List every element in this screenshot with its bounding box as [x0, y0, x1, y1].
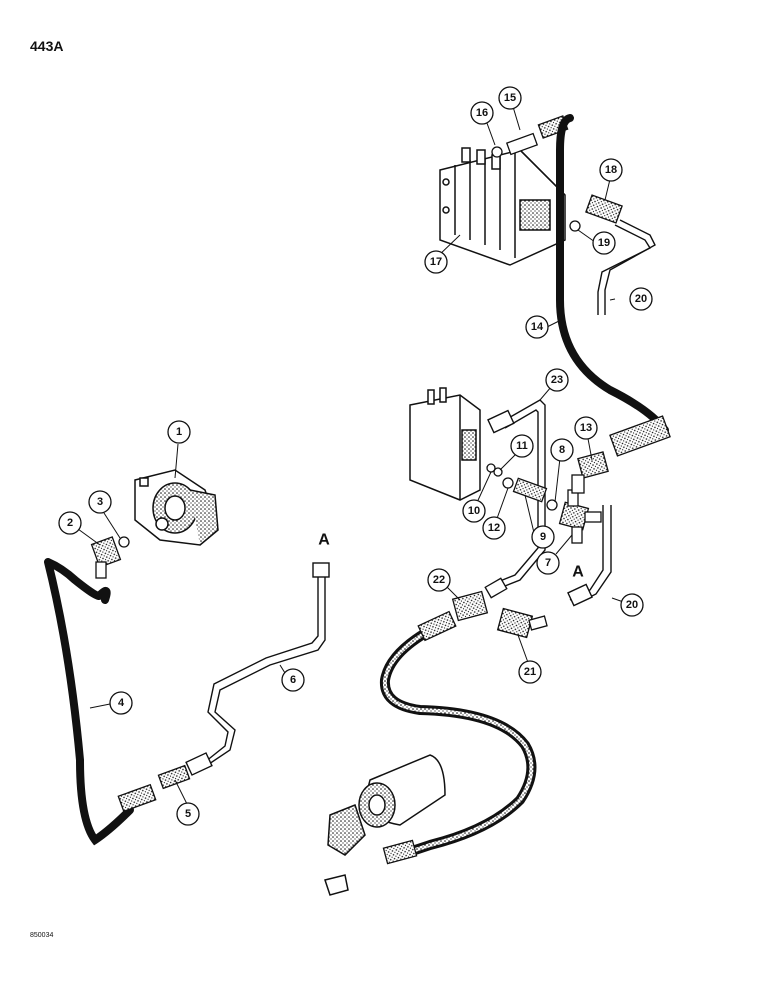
- connection-letter-a-left: A: [318, 532, 330, 549]
- svg-text:21: 21: [524, 666, 536, 678]
- callout-23: 23: [545, 368, 569, 392]
- callout-21: 21: [518, 660, 542, 684]
- tee-22-elbow-21: [451, 577, 548, 639]
- callout-8: 8: [550, 438, 574, 462]
- tube-20-lower: [567, 505, 612, 607]
- callout-2: 2: [58, 511, 82, 535]
- callout-7: 7: [536, 551, 560, 575]
- svg-text:17: 17: [430, 256, 442, 268]
- callout-16: 16: [470, 101, 494, 125]
- callout-3: 3: [88, 490, 112, 514]
- callout-1: 1: [167, 420, 191, 444]
- fitting-18-19: [569, 194, 623, 232]
- callout-22: 22: [427, 568, 451, 592]
- callout-6: 6: [281, 668, 305, 692]
- svg-text:8: 8: [559, 444, 565, 456]
- svg-text:14: 14: [531, 321, 544, 333]
- callout-18: 18: [599, 158, 623, 182]
- callout-5: 5: [176, 802, 200, 826]
- svg-text:15: 15: [504, 92, 516, 104]
- svg-text:5: 5: [185, 808, 191, 820]
- callout-13: 13: [574, 416, 598, 440]
- svg-text:22: 22: [433, 574, 445, 586]
- pump-1: [134, 469, 219, 546]
- callout-17: 17: [424, 250, 448, 274]
- callout-10: 10: [462, 499, 486, 523]
- drawing-code: 850034: [30, 932, 54, 939]
- svg-text:1: 1: [176, 426, 182, 438]
- fittings-9-12: [486, 463, 558, 511]
- connection-letter-a-right: A: [572, 564, 584, 581]
- tube-6: [185, 562, 330, 776]
- svg-text:6: 6: [290, 674, 296, 686]
- hose-4: [44, 558, 157, 846]
- hose-lower: [379, 610, 537, 865]
- hose-14: [556, 114, 671, 457]
- svg-text:9: 9: [540, 531, 546, 543]
- page-reference: 443A: [30, 38, 64, 54]
- svg-text:12: 12: [488, 522, 500, 534]
- callout-20-upper: 20: [629, 287, 653, 311]
- callout-11: 11: [510, 434, 534, 458]
- tube-20-upper: [597, 219, 656, 315]
- callout-12: 12: [482, 516, 506, 540]
- svg-text:7: 7: [545, 557, 551, 569]
- svg-text:16: 16: [476, 107, 488, 119]
- svg-text:2: 2: [67, 517, 73, 529]
- filter-assembly: [324, 754, 446, 896]
- svg-text:20: 20: [635, 293, 647, 305]
- svg-text:10: 10: [468, 505, 480, 517]
- svg-text:4: 4: [118, 697, 125, 709]
- svg-text:20: 20: [626, 599, 638, 611]
- svg-text:19: 19: [598, 237, 610, 249]
- fitting-15-16: [491, 115, 569, 158]
- svg-text:18: 18: [605, 164, 617, 176]
- control-valve-main: [439, 147, 566, 266]
- svg-text:23: 23: [551, 374, 563, 386]
- callout-19: 19: [592, 231, 616, 255]
- valve-section: [409, 387, 481, 501]
- svg-text:13: 13: [580, 422, 592, 434]
- callout-15: 15: [498, 86, 522, 110]
- svg-text:11: 11: [516, 440, 528, 452]
- callout-14: 14: [525, 315, 549, 339]
- fitting-5: [157, 764, 191, 790]
- tee-fitting-7: [558, 489, 602, 544]
- svg-text:3: 3: [97, 496, 103, 508]
- elbow-13: [571, 451, 609, 494]
- tube-23: [487, 399, 546, 591]
- callout-20-lower: 20: [620, 593, 644, 617]
- callout-4: 4: [109, 691, 133, 715]
- callout-9: 9: [531, 525, 555, 549]
